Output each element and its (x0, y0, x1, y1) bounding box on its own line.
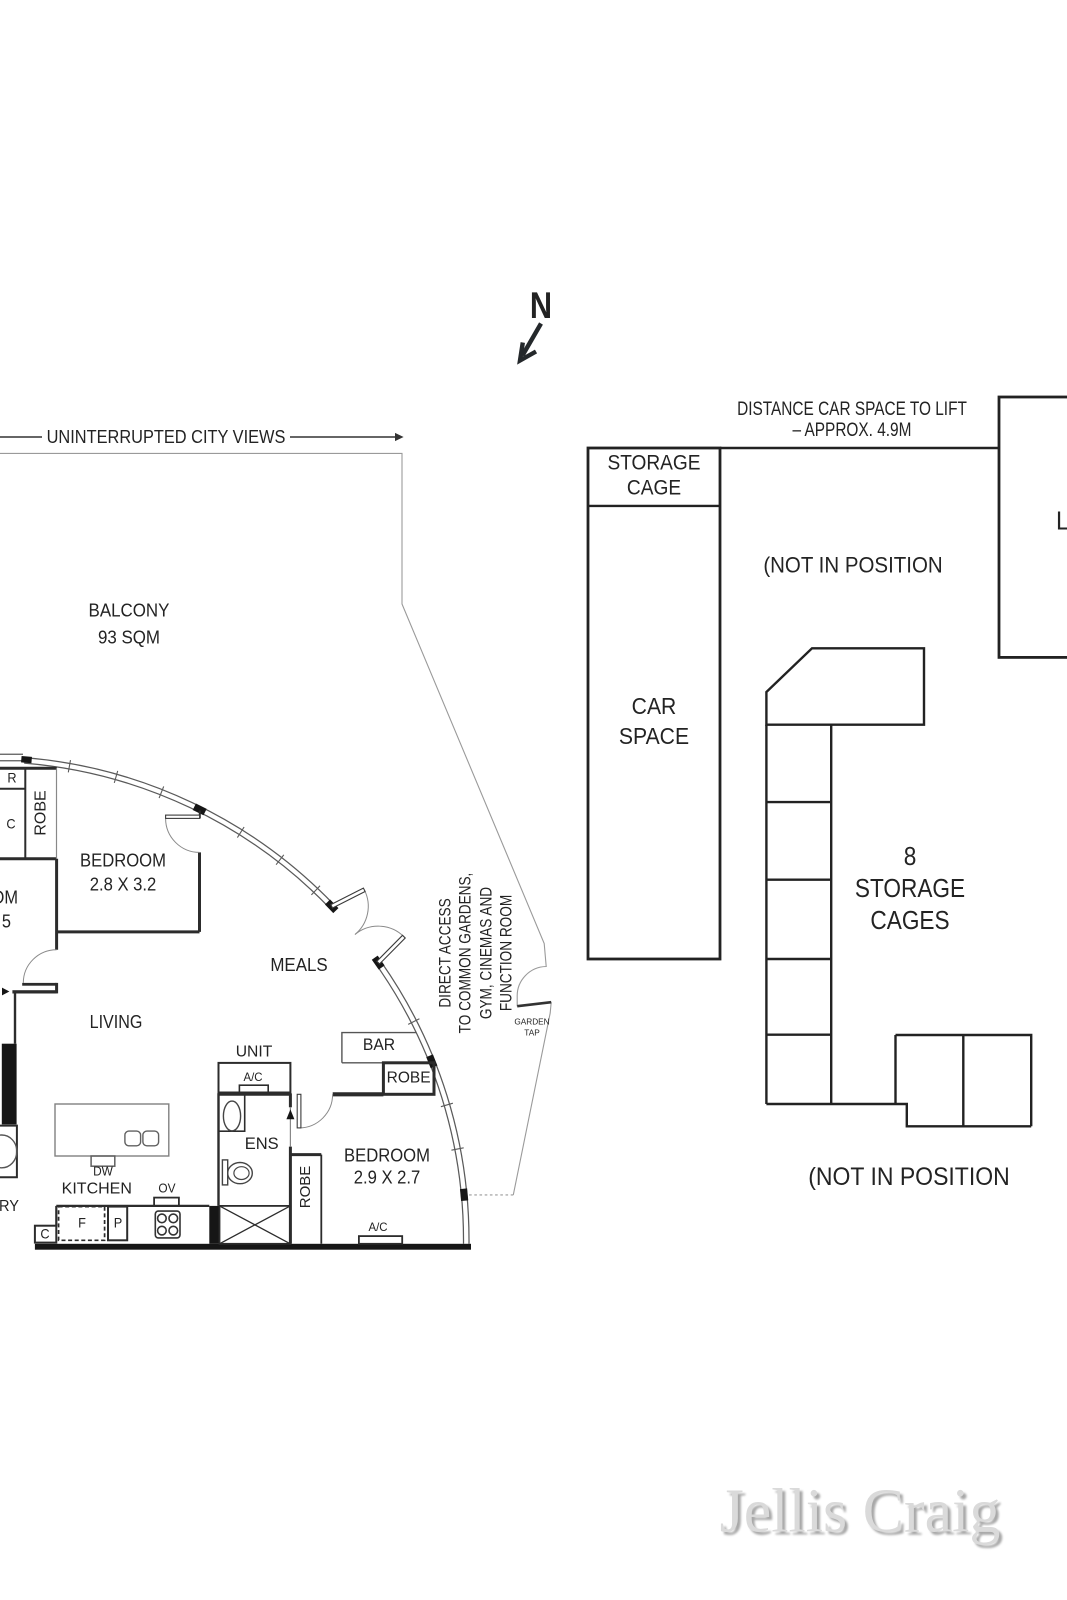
label-line-garage-car_space-lines-1: SPACE (618, 722, 689, 749)
label-line-garage-distance_note-lines-0: DISTANCE CAR SPACE TO LIFT (737, 398, 967, 420)
lot-boundary (0, 452, 552, 1196)
linen-cross-box (218, 1205, 292, 1245)
meals-label: MEALS (270, 953, 328, 975)
bed2-ac-box (357, 1235, 404, 1245)
laundry (0, 1124, 18, 1179)
label-line-garage-storage_cages-lines-2: CAGES (870, 904, 950, 935)
bar-box (341, 1031, 417, 1064)
oven-box (153, 1196, 180, 1207)
kitchen-label: KITCHEN (61, 1180, 132, 1198)
lift-label: LIFT (1056, 505, 1067, 536)
robe-cupboard-boxes (0, 768, 27, 859)
garage-outlines (586, 395, 1067, 1128)
not-in-position-top: (NOT IN POSITION (763, 552, 943, 578)
interior-thin-lines (55, 768, 291, 1147)
storage-cage-label: STORAGE CAGE (607, 451, 700, 502)
fridge-label: F (77, 1214, 86, 1231)
cut-bedroom-om: OM (0, 887, 19, 908)
balcony-double-door (330, 887, 407, 965)
bedroom1-label: BEDROOM 2.8 X 3.2 (80, 849, 166, 896)
entry-arrow-icon (2, 987, 10, 996)
living-label: LIVING (89, 1010, 142, 1032)
bedroom2-label: BEDROOM 2.9 X 2.7 (344, 1145, 430, 1190)
garden-tap-label: GARDEN TAP (514, 1017, 549, 1038)
car-space-label: CAR SPACE (619, 692, 689, 752)
ens-toilet (221, 1159, 253, 1186)
robe-box-bed2 (381, 1061, 436, 1096)
label-line-apartment-garden_tap-lines-1: TAP (524, 1027, 540, 1038)
robe-bed2-strip-label: ROBE (296, 1165, 314, 1209)
label-line-garage-storage_cage-lines-0: STORAGE (607, 451, 701, 475)
pantry-label: P (113, 1214, 122, 1231)
unit-ac-box (238, 1084, 269, 1094)
entry-door (12, 949, 57, 994)
cut-dim-5: 5 (1, 911, 11, 932)
label-line-apartment-direct_access-lines-3: FUNCTION ROOM (497, 895, 516, 1012)
label-line-garage-storage_cage-lines-1: CAGE (626, 477, 681, 500)
unit-label: UNIT (235, 1043, 273, 1061)
watermark-logo: Jellis Craig (719, 1477, 1001, 1546)
glass-wall-ticks (67, 760, 464, 1151)
storage-cages-label: 8 STORAGE CAGES (855, 840, 965, 936)
label-line-garage-car_space-lines-0: CAR (631, 693, 677, 719)
label-line-balcony-lines-1: 93 SQM (97, 626, 161, 647)
direct-access-label: DIRECT ACCESS TO COMMON GARDENS, GYM, CI… (435, 873, 516, 1034)
label-line-apartment-garden_tap-lines-0: GARDEN (514, 1016, 550, 1027)
north-label: N (529, 284, 552, 326)
balcony-label: BALCONY 93 SQM (89, 597, 170, 650)
robe-bed1-label: ROBE (32, 789, 50, 836)
car-space-box (586, 446, 722, 961)
lift-box (997, 395, 1067, 659)
north-arrow-icon (517, 322, 543, 365)
cupboard-label: C (40, 1225, 50, 1242)
robe-bed2-box-label: ROBE (386, 1069, 431, 1087)
c-label: C (6, 815, 16, 832)
label-line-apartment-direct_access-lines-1: TO COMMON GARDENS, (456, 873, 475, 1034)
pantry-box (107, 1205, 129, 1242)
interior-walls (0, 766, 384, 1244)
ac-unit-label: A/C (243, 1070, 263, 1085)
cupboard-box (33, 1224, 58, 1244)
distance-note: DISTANCE CAR SPACE TO LIFT – APPROX. 4.9… (737, 399, 967, 443)
r-label: R (6, 769, 17, 786)
dw-label: DW (93, 1164, 114, 1179)
not-in-position-bottom: (NOT IN POSITION (808, 1162, 1011, 1191)
label-line-apartment-direct_access-lines-0: DIRECT ACCESS (436, 898, 455, 1009)
glass-wall-columns (21, 755, 469, 1202)
label-line-apartment-bedroom1-lines-0: BEDROOM (79, 849, 166, 871)
bedroom1-door (165, 814, 201, 853)
label-line-garage-distance_note-lines-1: – APPROX. 4.9M (792, 420, 912, 442)
city-views-arrowhead-icon (395, 432, 404, 442)
city-views-label: UNINTERRUPTED CITY VIEWS (46, 425, 286, 447)
label-line-garage-storage_cages-lines-1: STORAGE (854, 872, 965, 903)
bar-label: BAR (362, 1035, 396, 1054)
bedroom2-door (296, 1093, 334, 1129)
ens-entry-arrow-icon (286, 1109, 295, 1120)
ens-basin (217, 1092, 246, 1132)
label-line-apartment-bedroom2-lines-1: 2.9 X 2.7 (353, 1167, 421, 1188)
cooktop (154, 1210, 181, 1239)
label-line-balcony-lines-0: BALCONY (88, 599, 170, 621)
storage-cages-outline (765, 647, 1033, 1128)
label-line-apartment-bedroom1-lines-1: 2.8 X 3.2 (89, 873, 157, 895)
glass-wall (0, 753, 470, 1244)
solid-walls (1, 1043, 472, 1250)
label-line-apartment-direct_access-lines-2: GYM, CINEMAS AND (476, 887, 495, 1020)
cut-laundry-ry: RY (0, 1197, 19, 1215)
ov-label: OV (157, 1181, 176, 1195)
garden-tap-symbol (517, 1000, 552, 1008)
label-line-garage-storage_cages-lines-0: 8 (903, 840, 916, 871)
ens-label: ENS (244, 1135, 279, 1154)
ac-bed2-label: A/C (368, 1219, 388, 1234)
fridge-box (57, 1205, 106, 1242)
label-line-apartment-bedroom2-lines-0: BEDROOM (344, 1144, 431, 1166)
kitchen-island (54, 1103, 170, 1167)
